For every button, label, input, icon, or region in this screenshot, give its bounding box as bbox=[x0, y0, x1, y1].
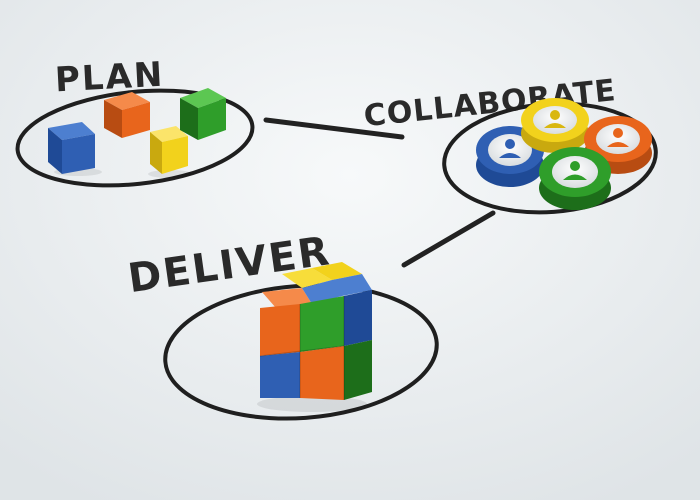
orange-block-icon bbox=[104, 92, 150, 138]
yellow-block-icon bbox=[148, 126, 192, 178]
plan-circle bbox=[15, 88, 255, 188]
deliver-circle bbox=[163, 283, 439, 421]
assembled-color-cube-icon bbox=[257, 262, 372, 412]
plan-node: PLAN bbox=[15, 55, 255, 188]
blue-block-icon bbox=[48, 122, 102, 176]
plan-collaborate-connector bbox=[263, 117, 405, 140]
connectors bbox=[263, 117, 496, 268]
yellow-person-token-icon bbox=[521, 98, 589, 153]
green-person-token-icon bbox=[539, 147, 611, 210]
collaborate-deliver-connector bbox=[401, 210, 496, 268]
green-block-icon bbox=[180, 88, 226, 140]
